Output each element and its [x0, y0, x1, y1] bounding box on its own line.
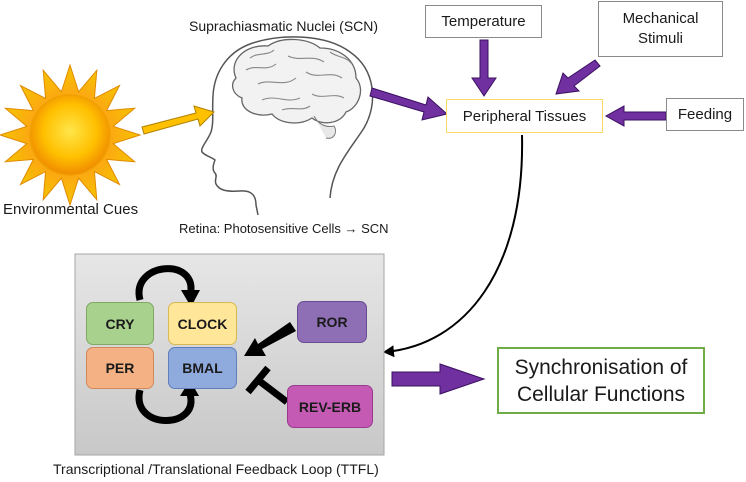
scn-label: Suprachiasmatic Nuclei (SCN): [189, 18, 379, 34]
gene-per: PER: [86, 347, 154, 389]
gene-cry: CRY: [86, 302, 154, 345]
ror-activation-arrow: [244, 322, 296, 356]
sync-label-line2: Cellular Functions: [516, 382, 686, 406]
temperature-label: Temperature: [441, 13, 526, 30]
ttfl-label: Transcriptional /Translational Feedback …: [53, 461, 379, 477]
gene-ror: ROR: [297, 301, 367, 343]
gene-clock: CLOCK: [168, 302, 237, 345]
sync-label-line1: Synchronisation of: [514, 355, 688, 379]
peripheral-tissues-box: Peripheral Tissues: [446, 99, 603, 133]
mechanical-label-line2: Stimuli: [637, 30, 683, 47]
purple-arrows: [369, 39, 667, 395]
reverb-inhibition: [245, 365, 290, 405]
feeding-label: Feeding: [677, 106, 733, 123]
cue-arrow: [141, 105, 215, 135]
environmental-cues-label: Environmental Cues: [3, 201, 139, 218]
feedback-loop-arrows: [135, 265, 195, 424]
mechanical-stimuli-box: Mechanical Stimuli: [598, 1, 723, 57]
synchronisation-box: Synchronisation of Cellular Functions: [497, 347, 705, 414]
peripheral-tissues-label: Peripheral Tissues: [462, 107, 587, 125]
feeding-box: Feeding: [666, 98, 744, 131]
retina-label: Retina: Photosensitive Cells → SCN: [179, 221, 389, 236]
head-brain-icon: [200, 36, 374, 216]
mechanical-label-line1: Mechanical: [622, 10, 699, 27]
gene-bmal: BMAL: [168, 347, 237, 389]
temperature-box: Temperature: [425, 5, 542, 38]
gene-rev-erb: REV-ERB: [287, 385, 373, 428]
sun-icon: [0, 63, 142, 207]
curved-arrow: [383, 134, 524, 358]
